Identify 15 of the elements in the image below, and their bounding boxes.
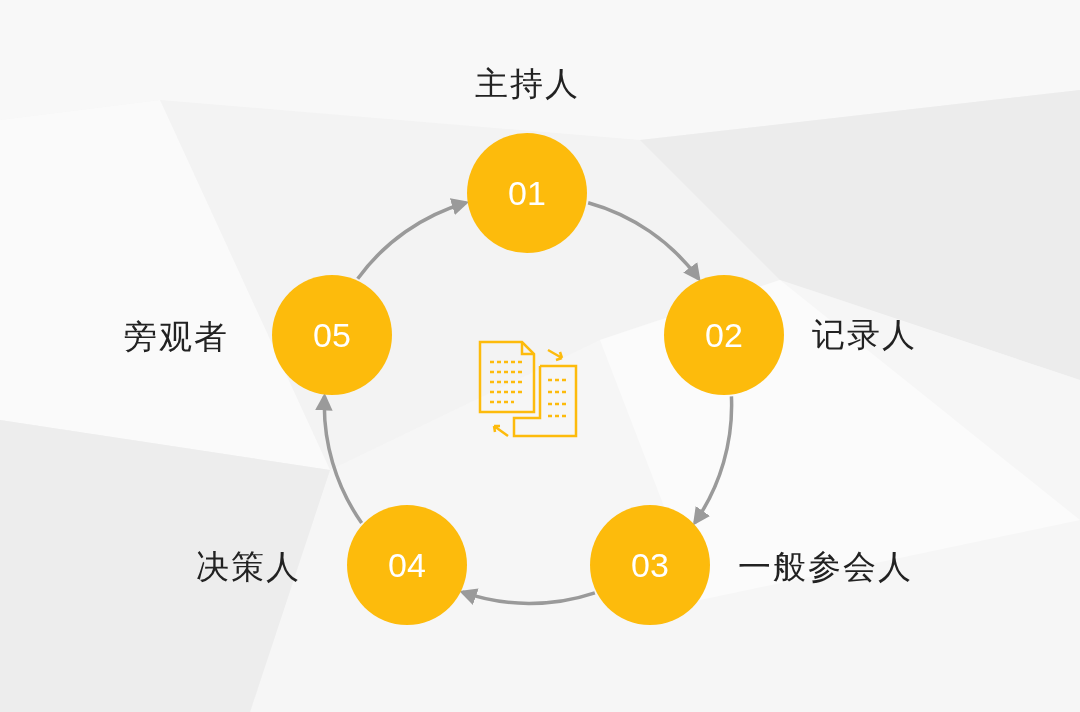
step-number: 04 — [388, 545, 426, 585]
step-number: 03 — [631, 545, 669, 585]
arrow — [459, 587, 596, 606]
step-number: 05 — [313, 315, 351, 355]
role-label: 主持人 — [475, 63, 580, 105]
step-number: 01 — [508, 173, 546, 213]
arrow — [693, 396, 734, 526]
role-label: 决策人 — [196, 546, 301, 588]
role-label: 记录人 — [812, 314, 917, 356]
arrow — [587, 201, 701, 282]
step-number: 02 — [705, 315, 743, 355]
arrow — [356, 199, 470, 280]
role-label: 一般参会人 — [738, 546, 913, 588]
arrow — [315, 392, 364, 524]
role-label: 旁观者 — [124, 316, 229, 358]
